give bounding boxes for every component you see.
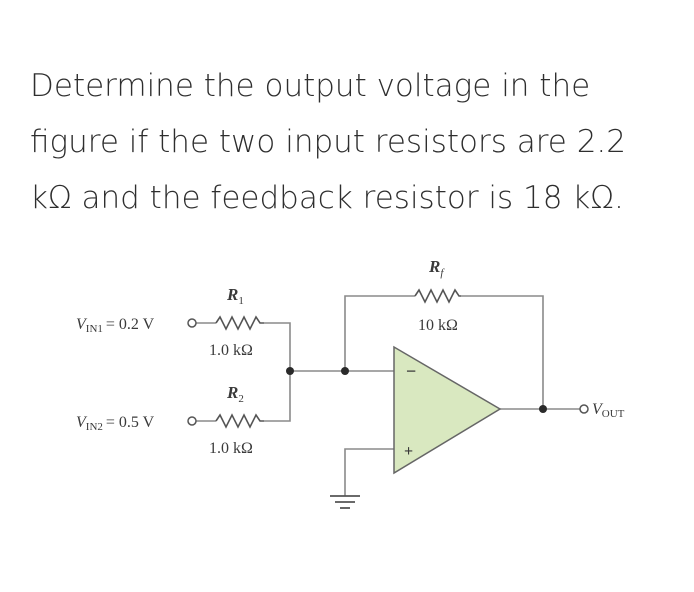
question-line-3: kΩ and the feedback resistor is 18 kΩ. [30, 180, 624, 216]
r2-label: R2 [226, 383, 244, 405]
wire-r2-to-node [264, 371, 291, 422]
question-line-1: Determine the output voltage in the [30, 68, 591, 104]
question-line-2: figure if the two input resistors are 2.… [30, 124, 627, 160]
question-text: Determine the output voltage in the figu… [30, 58, 670, 226]
wire-feedback-right [461, 295, 544, 409]
wire-ground [344, 448, 394, 496]
wire-r1-to-node [264, 322, 291, 371]
r1-value: 1.0 kΩ [209, 342, 253, 359]
r1-label: R1 [226, 285, 244, 307]
junction-output [539, 405, 547, 413]
op-amp-noninverting-sign: + [404, 443, 413, 460]
terminal-vout [579, 404, 589, 414]
terminal-vin1 [187, 318, 197, 328]
rf-value: 10 kΩ [418, 317, 458, 334]
op-amp-inverting-sign: − [406, 361, 416, 381]
op-amp [393, 345, 502, 475]
junction-summing-node [286, 367, 294, 375]
vin1-label: VIN1= 0.2 V [76, 316, 155, 335]
resistor-r2 [215, 413, 264, 429]
terminal-vin2 [187, 416, 197, 426]
resistor-rf [414, 288, 461, 304]
resistor-r1 [215, 315, 264, 331]
ground-symbol [330, 495, 360, 509]
r2-value: 1.0 kΩ [209, 440, 253, 457]
rf-label: Rf [428, 257, 445, 279]
vin2-label: VIN2= 0.5 V [76, 414, 155, 433]
wire-feedback-left [344, 295, 415, 371]
vout-label: VOUT [592, 401, 625, 420]
junction-feedback-input [341, 367, 349, 375]
